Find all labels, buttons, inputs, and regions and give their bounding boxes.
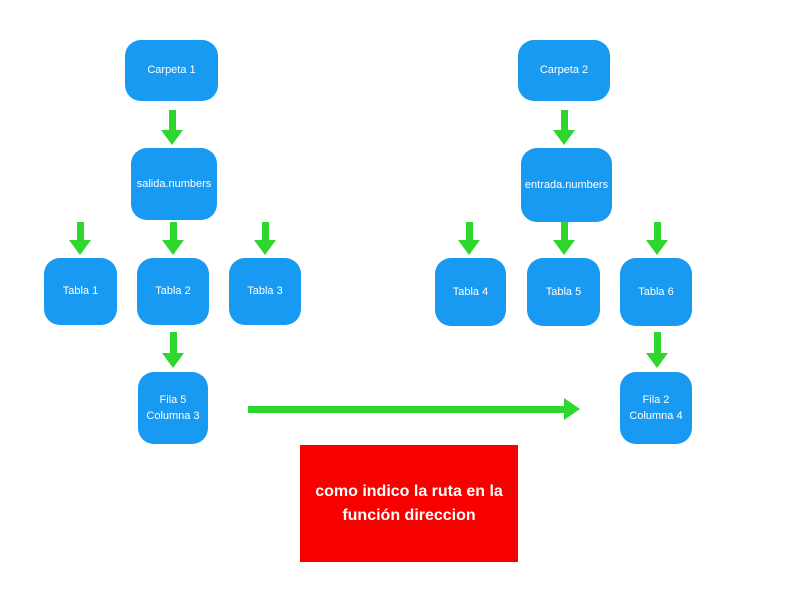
arrow-head xyxy=(161,130,183,145)
arrow-salida-to-tabla2-icon xyxy=(162,222,184,255)
arrow-head xyxy=(69,240,91,255)
arrow-stem xyxy=(248,405,564,413)
arrow-stem xyxy=(653,332,661,353)
arrow-down-to-tabla3-icon xyxy=(254,222,276,255)
arrow-head xyxy=(553,130,575,145)
arrow-head xyxy=(646,240,668,255)
arrow-stem xyxy=(168,110,176,130)
arrow-head xyxy=(162,353,184,368)
arrow-stem xyxy=(169,222,177,240)
arrow-down-to-tabla4-icon xyxy=(458,222,480,255)
arrow-down-to-tabla1-icon xyxy=(69,222,91,255)
node-carpeta-1: Carpeta 1 xyxy=(125,40,218,101)
node-tabla-5: Tabla 5 xyxy=(527,258,600,326)
arrow-head xyxy=(646,353,668,368)
arrow-down-to-tabla6-icon xyxy=(646,222,668,255)
arrow-stem xyxy=(261,222,269,240)
arrow-entrada-to-tabla5-icon xyxy=(553,222,575,255)
node-tabla-4: Tabla 4 xyxy=(435,258,506,326)
arrow-stem xyxy=(653,222,661,240)
arrow-head xyxy=(564,398,580,420)
arrow-head xyxy=(553,240,575,255)
arrow-stem xyxy=(560,222,568,240)
arrow-carpeta1-to-salida-icon xyxy=(161,110,183,145)
node-fila-2-columna-4: Fila 2 Columna 4 xyxy=(620,372,692,444)
node-tabla-1: Tabla 1 xyxy=(44,258,117,325)
arrow-tabla2-to-fila5-icon xyxy=(162,332,184,368)
arrow-head xyxy=(458,240,480,255)
arrow-fila5-to-fila2-icon xyxy=(248,398,580,420)
arrow-stem xyxy=(76,222,84,240)
node-fila-5-columna-3: Fila 5 Columna 3 xyxy=(138,372,208,444)
node-salida-numbers: salida.numbers xyxy=(131,148,217,220)
arrow-stem xyxy=(560,110,568,130)
arrow-stem xyxy=(465,222,473,240)
node-tabla-3: Tabla 3 xyxy=(229,258,301,325)
node-tabla-6: Tabla 6 xyxy=(620,258,692,326)
node-entrada-numbers: entrada.numbers xyxy=(521,148,612,222)
arrow-tabla6-to-fila2-icon xyxy=(646,332,668,368)
arrow-stem xyxy=(169,332,177,353)
node-carpeta-2: Carpeta 2 xyxy=(518,40,610,101)
arrow-carpeta2-to-entrada-icon xyxy=(553,110,575,145)
node-tabla-2: Tabla 2 xyxy=(137,258,209,325)
arrow-head xyxy=(162,240,184,255)
note-ruta-direccion: como indico la ruta en la función direcc… xyxy=(300,445,518,562)
arrow-head xyxy=(254,240,276,255)
